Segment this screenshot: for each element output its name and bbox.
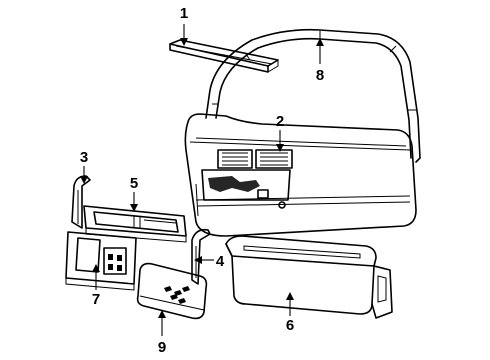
callout-2: 2 bbox=[276, 113, 284, 130]
callout-4: 4 bbox=[216, 253, 225, 270]
callout-3: 3 bbox=[80, 149, 88, 166]
callout-7: 7 bbox=[92, 291, 100, 308]
courtesy-lamp-lens bbox=[136, 262, 208, 320]
door-belt-weatherstrip bbox=[169, 39, 279, 73]
armrest bbox=[225, 235, 393, 319]
callout-5: 5 bbox=[130, 175, 138, 192]
callout-1: 1 bbox=[180, 5, 188, 22]
callout-6: 6 bbox=[286, 317, 294, 334]
callout-labels: 1 2 3 4 5 6 7 8 9 bbox=[80, 5, 324, 356]
door-frame-weatherstrip bbox=[205, 28, 421, 163]
leader-lines bbox=[80, 24, 324, 336]
callout-9: 9 bbox=[158, 339, 166, 356]
switch-housing bbox=[65, 231, 137, 291]
switch-bezel bbox=[83, 205, 187, 243]
callout-8: 8 bbox=[316, 67, 324, 84]
front-trim-molding bbox=[71, 175, 91, 229]
door-trim-panel bbox=[184, 113, 417, 237]
